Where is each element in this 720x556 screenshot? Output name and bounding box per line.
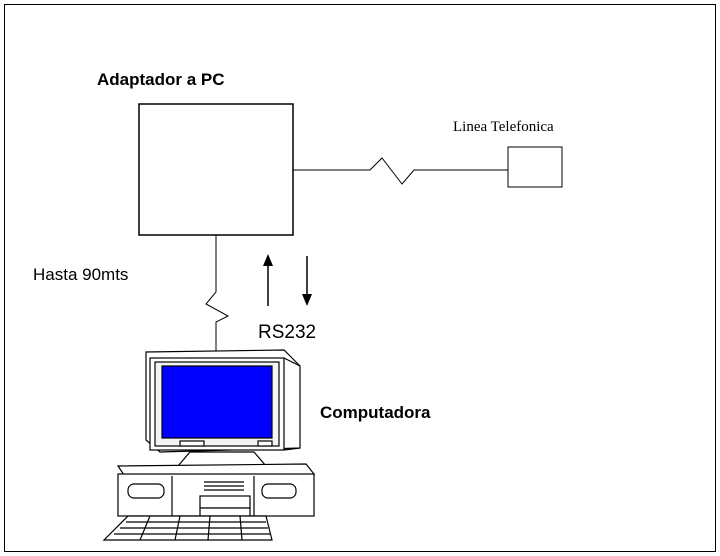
serial-cable bbox=[205, 235, 230, 352]
diagram-frame bbox=[4, 4, 716, 552]
phone-line bbox=[293, 157, 508, 185]
adapter-box bbox=[138, 103, 294, 236]
distance-label: Hasta 90mts bbox=[33, 265, 128, 284]
phone-line-label: Linea Telefonica bbox=[453, 119, 554, 135]
arrow-up-icon bbox=[263, 254, 273, 306]
adapter-title: Adaptador a PC bbox=[97, 70, 225, 89]
arrow-down-icon bbox=[302, 256, 312, 306]
telephone-box bbox=[507, 146, 563, 188]
interface-label: RS232 bbox=[258, 322, 316, 343]
computer-icon bbox=[102, 349, 316, 541]
computer-label: Computadora bbox=[320, 403, 431, 422]
monitor-screen bbox=[161, 365, 273, 439]
